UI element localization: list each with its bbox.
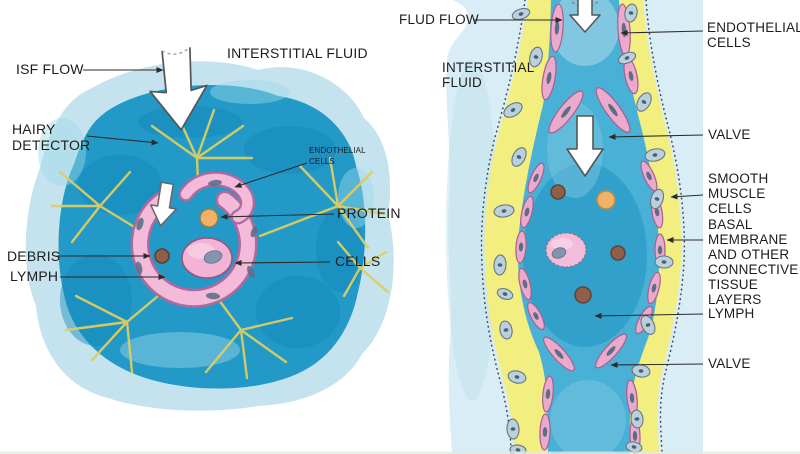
label-interstitial-fluid-right: INTERSTITIAL FLUID [442,60,535,90]
watercolor-texture [60,106,364,348]
smooth-muscle-cell [506,418,520,440]
label-protein: PROTEIN [337,205,401,221]
smooth-muscle-cell [529,46,543,68]
label-hairy-detector: HAIRY DETECTOR [12,121,91,153]
smooth-muscle-cell [636,92,652,112]
protein-particle [199,208,219,228]
debris-particle [154,248,170,264]
endothelial-cell [595,333,627,369]
smooth-muscle-cell [649,188,665,210]
label-basal-membrane: BASAL MEMBRANE AND OTHER CONNECTIVE TISS… [708,217,799,307]
label-lymph-right: LYMPH [708,306,755,321]
endothelial-cell [520,195,534,229]
anchoring-filaments [50,108,390,380]
cell [545,232,587,268]
label-valve-lower: VALVE [708,356,751,371]
endothelial-cell [647,271,661,305]
protein-particle [596,190,616,210]
label-debris: DEBRIS [7,248,61,264]
label-lymph-left: LYMPH [10,268,59,284]
smooth-muscle-cell [654,255,674,269]
endothelial-cell [515,230,527,264]
capillary-wall [130,171,258,308]
label-smooth-muscle-cells: SMOOTH MUSCLE CELLS [708,171,769,216]
basal-membrane-boundary [480,0,686,454]
smooth-muscle-cell [507,370,527,384]
smooth-muscle-cell [511,147,527,167]
label-cells: CELLS [335,253,381,269]
endothelial-cell [527,162,545,194]
smooth-muscle-cells-group [493,3,674,454]
endothelial-cell [518,267,532,301]
label-flud-flow: FLUD FLOW [399,12,479,27]
endothelial-cell [550,3,564,53]
endothelial-nuclei [135,179,258,300]
smooth-muscle-cell [499,320,513,340]
smooth-muscle-cell [511,7,531,21]
debris-particle [550,184,566,200]
smooth-muscle-cell [625,441,643,453]
interstitial-fluid-core [58,84,366,389]
endothelial-cell [527,301,545,331]
cell [181,237,233,279]
debris-particle [574,286,592,304]
label-isf-flow: ISF FLOW [16,61,84,77]
debris-particle [610,245,626,261]
endothelial-cell [595,87,631,133]
left-panel-illustration [25,46,394,411]
label-endothelial-cells-left: ENDOTHELIAL CELLS [309,146,366,166]
inflow-arrow [149,181,178,227]
endothelial-cell [539,413,551,451]
wash-shade [446,60,498,400]
smooth-muscle-cell [617,51,637,65]
endothelial-cell [543,336,575,372]
label-interstitial-fluid-left: INTERSTITIAL FLUID [227,45,368,61]
endothelial-cell [548,90,584,134]
smooth-muscle-cell [640,315,656,335]
smooth-muscle-cell [493,254,507,276]
smooth-muscle-cell [624,3,638,23]
fluid-flow-arrow-mid [566,115,604,177]
endothelial-cell [542,375,554,413]
smooth-muscle-cell [496,288,514,300]
smooth-muscle-cell [493,204,515,218]
label-endothelial-cells-right: ENDOTHELIAL CELLS [707,20,800,50]
smooth-muscle-cell [503,102,523,118]
watercolor-highlights [38,80,374,368]
image-bottom-edge [0,451,800,454]
label-valve-upper: VALVE [708,127,751,142]
leader-lines [57,17,704,368]
endothelial-cell [640,160,658,192]
smooth-muscle-cell [644,148,666,162]
endothelial-cell [541,55,557,101]
smooth-muscle-cell [630,409,644,429]
right-panel-illustration [446,0,703,454]
fluid-flow-arrow-top [569,0,601,33]
isf-flow-arrow [149,46,208,131]
